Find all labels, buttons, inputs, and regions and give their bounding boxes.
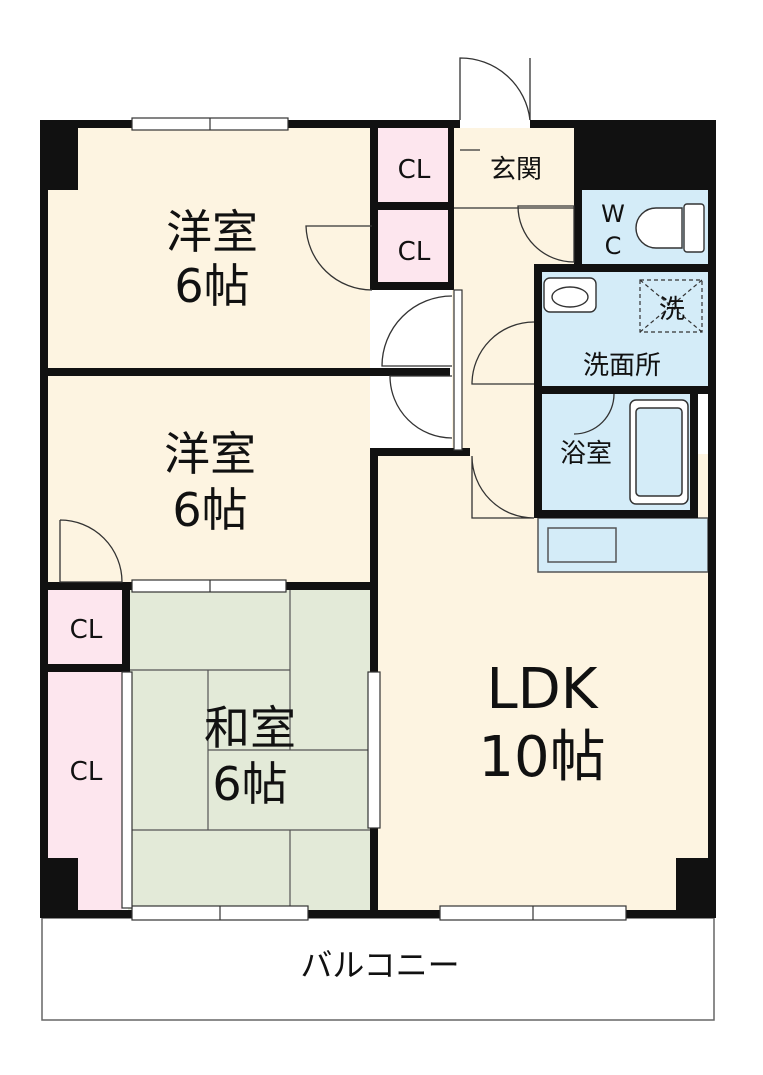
sink-icon [543, 277, 597, 313]
japanese-room-size: 6帖 [212, 757, 287, 811]
closet-4-label: CL [70, 757, 103, 787]
kitchen-sink [547, 527, 617, 563]
ldk-size: 10帖 [478, 725, 605, 790]
western-room-2-size: 6帖 [172, 483, 247, 537]
western-room-1-size: 6帖 [174, 259, 249, 313]
ldk-name: LDK [486, 657, 598, 722]
wc-label-c: C [605, 232, 622, 260]
washer-label: 洗 [659, 295, 685, 325]
tatami-lines [128, 590, 370, 910]
wc-label-w: W [601, 200, 625, 228]
closet-2-label: CL [398, 237, 431, 267]
entrance-label: 玄関 [490, 155, 542, 185]
western-room-2-area [48, 376, 370, 582]
closet-1-label: CL [398, 155, 431, 185]
western-room-1-area [48, 128, 370, 370]
kitchen-counter-icon [537, 517, 709, 573]
door-swing-icon [59, 57, 615, 583]
labels: 洋室 6帖 洋室 6帖 和室 6帖 LDK 10帖 CL CL CL CL 玄関… [70, 155, 685, 984]
balcony-area [41, 917, 715, 1021]
western-room-2-name: 洋室 [164, 427, 256, 481]
western-room-1-name: 洋室 [166, 205, 258, 259]
closet-3-label: CL [70, 615, 103, 645]
bathroom-label: 浴室 [560, 439, 612, 469]
washer-pan-icon [639, 279, 703, 333]
japanese-room-name: 和室 [204, 701, 296, 755]
washroom-label: 洗面所 [583, 351, 661, 381]
bathtub-icon [629, 399, 689, 505]
balcony-label: バルコニー [300, 946, 459, 984]
window-icon [121, 117, 627, 921]
closet-1-area [376, 128, 452, 204]
closet-2-area [376, 210, 452, 290]
toilet-icon [635, 203, 705, 253]
closet-3-area [48, 590, 122, 664]
